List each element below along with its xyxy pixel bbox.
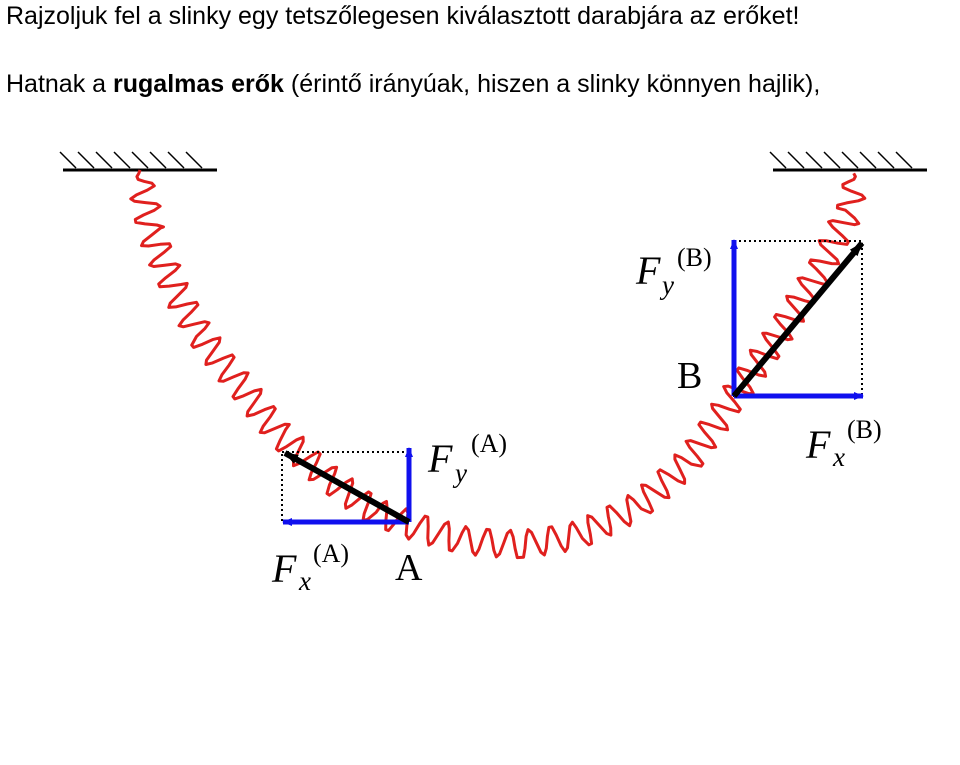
label-point-b: B — [677, 355, 702, 397]
label-fy-b-symbol: F — [635, 248, 661, 293]
label-fx-a-symbol: F — [271, 546, 297, 591]
line2-suffix: (érintő irányúak, hiszen a slinky könnye… — [283, 70, 821, 98]
line2-prefix: Hatnak a — [6, 70, 114, 98]
heading-line-1: Rajzoljuk fel a slinky egy tetszőlegesen… — [6, 2, 800, 30]
label-fy-a-symbol: F — [427, 436, 453, 481]
label-fx-a-sub: x — [298, 566, 311, 596]
resultant-a-arrow — [283, 450, 411, 525]
right-ceiling-support — [769, 151, 927, 172]
label-fy-a-sup: (A) — [471, 429, 507, 458]
line2-bold: rugalmas erők — [113, 70, 284, 98]
label-fx-a-sup: (A) — [313, 539, 349, 568]
label-point-a: A — [395, 547, 423, 589]
resultant-b-arrow — [731, 241, 865, 398]
left-ceiling-support — [59, 151, 217, 172]
label-fx-b-sub: x — [832, 442, 845, 472]
label-fy-a-sub: y — [452, 458, 467, 488]
label-fx-b-sup: (B) — [847, 415, 882, 444]
label-fy-b-sub: y — [659, 270, 674, 300]
label-fy-b-sup: (B) — [677, 243, 712, 272]
label-fx-b-symbol: F — [805, 422, 831, 467]
heading-line-2: Hatnak a rugalmas erők (érintő irányúak,… — [6, 70, 820, 99]
slinky-spring — [129, 169, 867, 560]
